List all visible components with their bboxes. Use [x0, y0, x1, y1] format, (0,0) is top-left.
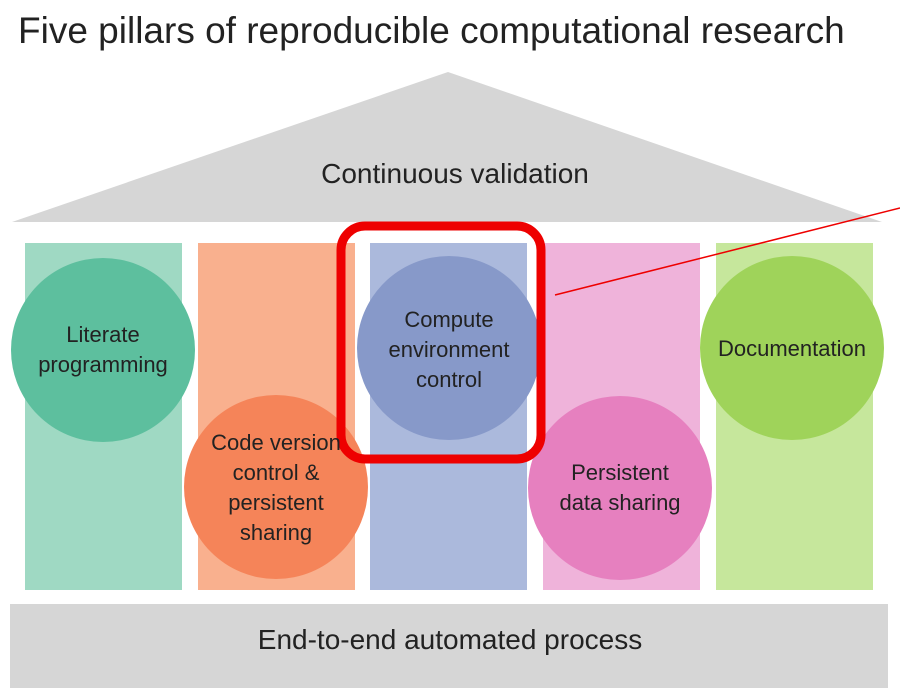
pillar-label-code-version-control: Code version control & persistent sharin… — [186, 428, 366, 548]
diagram-title: Five pillars of reproducible computation… — [18, 10, 845, 51]
pillar-label-line: control & — [232, 460, 320, 485]
roof-label: Continuous validation — [321, 158, 589, 189]
pillar-label-line: Persistent — [571, 460, 669, 485]
circle-documentation — [700, 256, 884, 440]
pillar-label-line: data sharing — [559, 490, 681, 515]
pillar-label-line: Documentation — [718, 336, 866, 361]
circle-compute-environment — [357, 256, 541, 440]
pillar-label-line: persistent — [228, 490, 324, 515]
circle-persistent-data-sharing — [528, 396, 712, 580]
pillar-label-literate-programming: Literate programming — [13, 320, 193, 380]
pillar-label-line: programming — [38, 352, 168, 377]
pillar-label-line: environment — [388, 337, 510, 362]
roof — [12, 72, 882, 222]
base-label: End-to-end automated process — [257, 624, 643, 655]
pillar-label-line: Compute — [404, 307, 494, 332]
pillar-label-line: control — [415, 367, 483, 392]
pillar-label-compute-environment: Compute environment control — [359, 305, 539, 395]
circle-code-version-control — [184, 395, 368, 579]
circle-literate-programming — [11, 258, 195, 442]
highlight-callout-line — [554, 207, 900, 296]
highlight-box — [336, 221, 546, 464]
pillar-label-persistent-data-sharing: Persistent data sharing — [530, 458, 710, 518]
pillar-label-line: sharing — [239, 520, 313, 545]
pillar-label-line: Literate — [66, 322, 140, 347]
pillar-label-line: Code version — [211, 430, 341, 455]
pillar-label-documentation: Documentation — [697, 334, 887, 364]
base-platform — [10, 604, 888, 688]
